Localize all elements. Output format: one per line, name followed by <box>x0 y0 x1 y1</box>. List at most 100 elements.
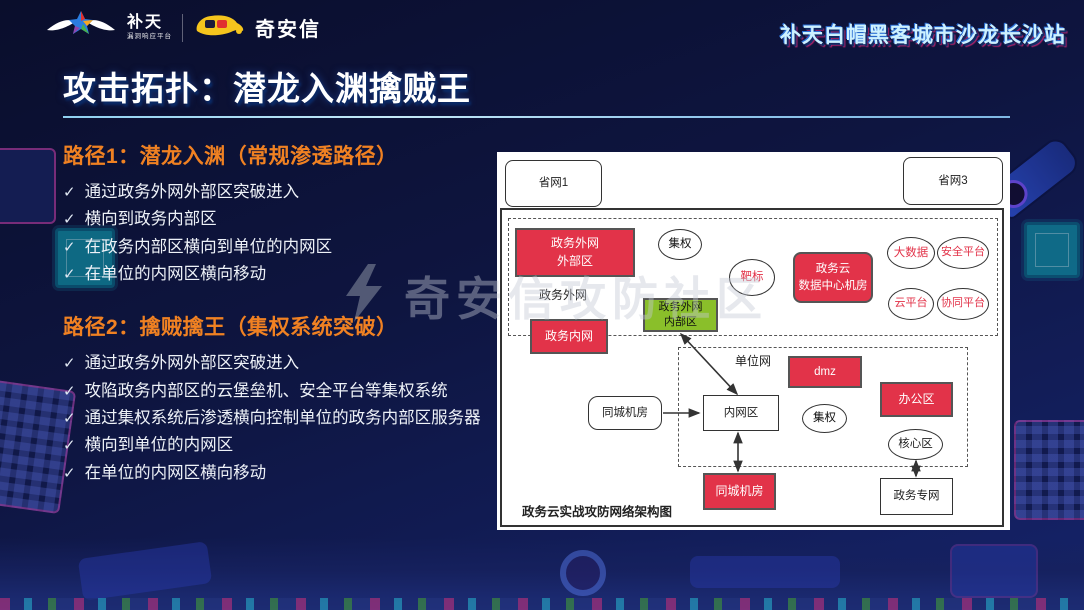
node-office-zone: 办公区 <box>880 382 953 417</box>
header-logo-group: 补天 漏洞响应平台 奇安信 <box>45 8 321 47</box>
check-icon: ✓ <box>63 464 76 482</box>
bullet-item: ✓ 通过政务外网外部区突破进入 <box>63 183 493 201</box>
bullet-item: ✓横向到单位的内网区 <box>63 436 493 455</box>
node-province3: 省网3 <box>903 157 1003 205</box>
node-label: 办公区 <box>898 391 935 406</box>
check-icon: ✓ <box>63 409 76 427</box>
node-label: 靶标 <box>740 271 764 284</box>
node-city-room-bottom: 同城机房 <box>703 473 776 510</box>
check-icon: ✓ <box>63 211 76 229</box>
zone-gov-extranet <box>508 218 998 336</box>
node-extranet-outer: 政务外网 外部区 <box>515 228 635 277</box>
bullet-item: ✓ 横向到政务内部区 <box>63 210 493 229</box>
diagram-caption: 政务云实战攻防网络架构图 <box>522 505 673 519</box>
butian-subtitle: 漏洞响应平台 <box>127 32 172 40</box>
section2-heading: 路径2：擒贼擒王（集权系统突破） <box>63 316 398 340</box>
bullet-item: ✓ 攻陷政务内部区的云堡垒机、安全平台等集权系统 <box>63 381 493 400</box>
tiger-mascot-icon <box>193 11 245 44</box>
bullet-text: 攻陷政务内部区的云堡垒机、安全平台等集权系统 <box>84 381 448 400</box>
node-label: dmz <box>814 365 836 378</box>
decor-satellite <box>690 556 840 588</box>
node-core-zone: 核心区 <box>888 429 943 460</box>
node-gov-cloud-datacenter: 政务云 数据中心机房 <box>793 252 873 303</box>
node-label-line1: 政务云 <box>815 262 851 275</box>
zone-unit-network-label: 单位网 <box>735 354 772 368</box>
bullet-text: 在单位的内网区横向移动 <box>84 264 267 283</box>
node-label: 核心区 <box>898 438 933 451</box>
bullet-text: 在政务内部区横向到单位的内网区 <box>84 237 333 256</box>
node-label: 政务内网 <box>544 328 593 343</box>
node-gov-private-net: 政务专网 <box>880 478 953 515</box>
bullet-item: ✓ 在单位的内网区横向移动 <box>63 463 493 482</box>
node-city-room-left: 同城机房 <box>588 396 662 430</box>
node-cloud-platform: 云平台 <box>888 288 934 320</box>
node-label-line1: 政务外网 <box>658 301 703 314</box>
node-label: 集权 <box>668 238 692 251</box>
network-diagram-panel: 省网1 省网3 政务外网 单位网 政务外网 外部区 集权 靶标 政务云 数据中心… <box>497 152 1010 530</box>
decor-lens <box>560 550 606 596</box>
bullet-item: ✓ 通过政务外网外部区突破进入 <box>63 354 493 373</box>
bullet-text: 通过政务外网外部区突破进入 <box>84 183 300 201</box>
decor-chip-right-icon <box>1024 222 1080 278</box>
node-jiquan-top: 集权 <box>658 229 702 260</box>
node-target: 靶标 <box>729 259 775 296</box>
node-collab-platform: 协同平台 <box>937 288 989 320</box>
node-label: 内网区 <box>723 406 759 419</box>
section1-heading: 路径1：潜龙入渊（常规渗透路径） <box>63 145 398 168</box>
check-icon: ✓ <box>63 437 76 455</box>
node-label: 同城机房 <box>715 483 764 498</box>
section-path2: 路径2：擒贼擒王（集权系统突破） ✓ 通过政务外网外部区突破进入 ✓ 攻陷政务内部区… <box>63 311 493 482</box>
node-label-line2: 外部区 <box>556 253 593 268</box>
bullet-item: ✓ 通过集权系统后渗透横向控制单位的政务内部区服务器 <box>63 408 493 427</box>
decor-bottom-illustration <box>0 538 1084 610</box>
node-label: 同城机房 <box>602 406 648 419</box>
node-label: 省网3 <box>938 174 968 187</box>
butian-logo-text: 补天 漏洞响应平台 <box>127 14 172 41</box>
node-security-platform: 安全平台 <box>937 237 989 269</box>
qianxin-label: 奇安信 <box>255 19 321 41</box>
node-gov-intranet: 政务内网 <box>530 319 608 354</box>
check-icon: ✓ <box>63 265 76 283</box>
section2-bullets: ✓ 通过政务外网外部区突破进入 ✓ 攻陷政务内部区的云堡垒机、安全平台等集权系统 ✓… <box>63 354 493 482</box>
check-icon: ✓ <box>63 355 76 373</box>
zone-gov-extranet-label: 政务外网 <box>539 288 588 302</box>
check-icon: ✓ <box>63 238 76 256</box>
node-province1: 省网1 <box>505 160 602 207</box>
node-label: 云平台 <box>894 297 928 310</box>
node-bigdata: 大数据 <box>887 237 935 269</box>
node-extranet-inner: 政务外网 内部区 <box>643 298 718 332</box>
decor-robot-arm <box>77 541 213 601</box>
decor-monitor-left <box>0 148 56 224</box>
decor-panel <box>950 544 1038 598</box>
title-underline <box>63 116 1010 118</box>
bullet-item: ✓ 在单位的内网区横向移动 <box>63 264 493 283</box>
node-label: 集权 <box>813 412 836 425</box>
node-label-line1: 政务外网 <box>550 236 599 251</box>
node-label: 协同平台 <box>941 297 985 310</box>
node-jiquan-bottom: 集权 <box>802 404 847 433</box>
bullet-text: 横向到政务内部区 <box>84 210 217 229</box>
content-area: 路径1：潜龙入渊（常规渗透路径） ✓ 通过政务外网外部区突破进入 ✓ 横向到政务内部… <box>63 140 493 492</box>
header-divider <box>182 13 183 42</box>
node-label: 政务专网 <box>893 490 940 503</box>
event-badge: 补天白帽黑客城市沙龙长沙站 <box>780 24 1066 47</box>
check-icon: ✓ <box>63 382 76 400</box>
node-dmz: dmz <box>788 356 862 388</box>
check-icon: ✓ <box>63 184 76 201</box>
section-path1: 路径1：潜龙入渊（常规渗透路径） ✓ 通过政务外网外部区突破进入 ✓ 横向到政务内部… <box>63 140 493 283</box>
page-title: 攻击拓扑：潜龙入渊擒贼王 <box>63 70 471 107</box>
node-label-line2: 数据中心机房 <box>798 279 868 292</box>
butian-wings-logo-icon <box>45 8 117 47</box>
node-intranet-zone: 内网区 <box>703 395 779 431</box>
node-label: 安全平台 <box>941 246 985 259</box>
bullet-text: 通过集权系统后渗透横向控制单位的政务内部区服务器 <box>84 408 481 427</box>
node-label: 大数据 <box>893 246 929 259</box>
node-label-line2: 内部区 <box>664 316 697 328</box>
bullet-text: 在单位的内网区横向移动 <box>84 463 267 482</box>
decor-keyboard-right <box>1014 420 1084 520</box>
decor-pixel-key-row <box>0 598 1084 610</box>
section1-bullets: ✓ 通过政务外网外部区突破进入 ✓ 横向到政务内部区 ✓ 在政务内部区横向到单位的内网… <box>63 183 493 283</box>
bullet-item: ✓ 在政务内部区横向到单位的内网区 <box>63 237 493 256</box>
node-label: 省网1 <box>538 177 569 190</box>
bullet-text: 通过政务外网外部区突破进入 <box>84 354 300 373</box>
